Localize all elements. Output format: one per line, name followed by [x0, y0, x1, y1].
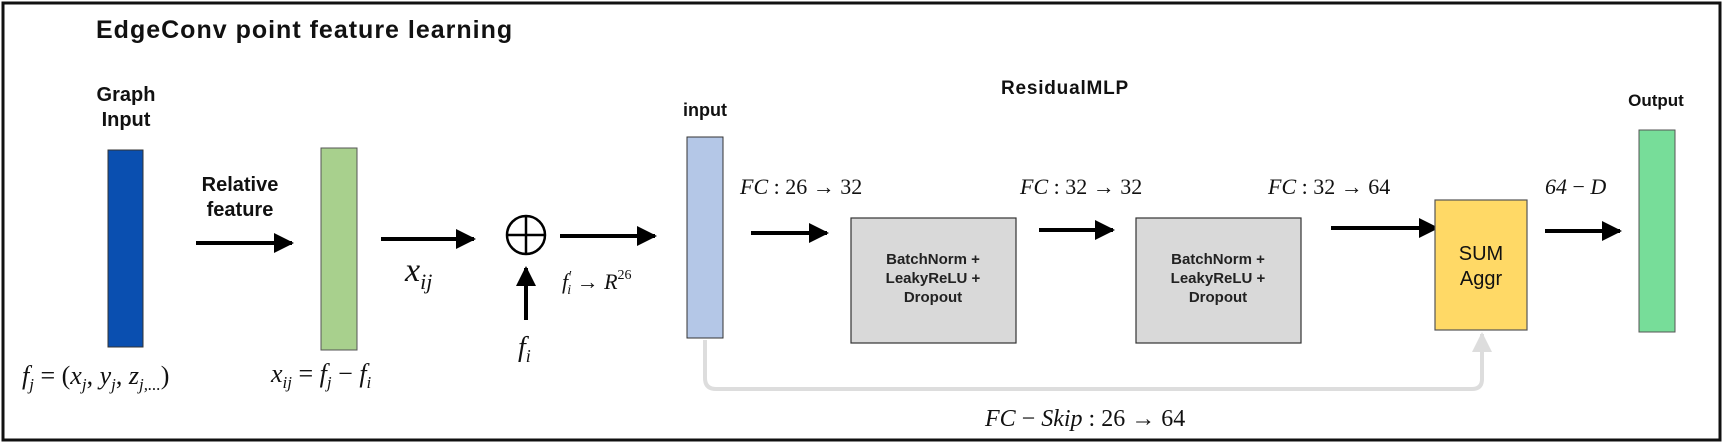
skip-label: FC − Skip : 26 → 64 [984, 406, 1185, 432]
out-dim-label: 64 − D [1545, 174, 1606, 199]
sum-aggr-box [1434, 199, 1528, 331]
concat-icon [505, 214, 547, 256]
relative-feature-bar [320, 147, 358, 351]
block2-line3: Dropout [1189, 289, 1247, 306]
fc1-label: FC : 26 → 32 [739, 174, 862, 199]
sum-aggr-line1: SUM [1459, 243, 1503, 265]
graph-input-label-line2: Input [102, 109, 151, 131]
residual-mlp-title: ResidualMLP [1001, 78, 1129, 99]
relative-feature-label-line2: feature [207, 199, 274, 221]
output-bar [1638, 129, 1676, 333]
diagram-title: EdgeConv point feature learning [96, 16, 513, 44]
block2-line1: BatchNorm + [1171, 251, 1265, 268]
output-label: Output [1628, 91, 1684, 110]
input-label: input [683, 100, 727, 120]
graph-input-label-line1: Graph [97, 84, 156, 106]
block1-line1: BatchNorm + [886, 251, 980, 268]
fc2-label: FC : 32 → 32 [1019, 174, 1142, 199]
block1-line2: LeakyReLU + [886, 270, 981, 287]
relative-feature-label-line1: Relative [202, 174, 279, 196]
block2-line2: LeakyReLU + [1171, 270, 1266, 287]
input-bar [686, 136, 724, 339]
graph-input-bar [107, 149, 144, 348]
skip-connection [703, 332, 1492, 391]
relative-feature-formula: xij = fj − fi [270, 359, 372, 392]
sum-aggr-line2: Aggr [1460, 268, 1503, 290]
graph-input-formula: fj = (xj, yj, zj,...) [22, 361, 169, 394]
block1-line3: Dropout [904, 289, 962, 306]
block2-box [1135, 217, 1302, 344]
fc3-label: FC : 32 → 64 [1267, 174, 1390, 199]
block1-box [850, 217, 1017, 344]
